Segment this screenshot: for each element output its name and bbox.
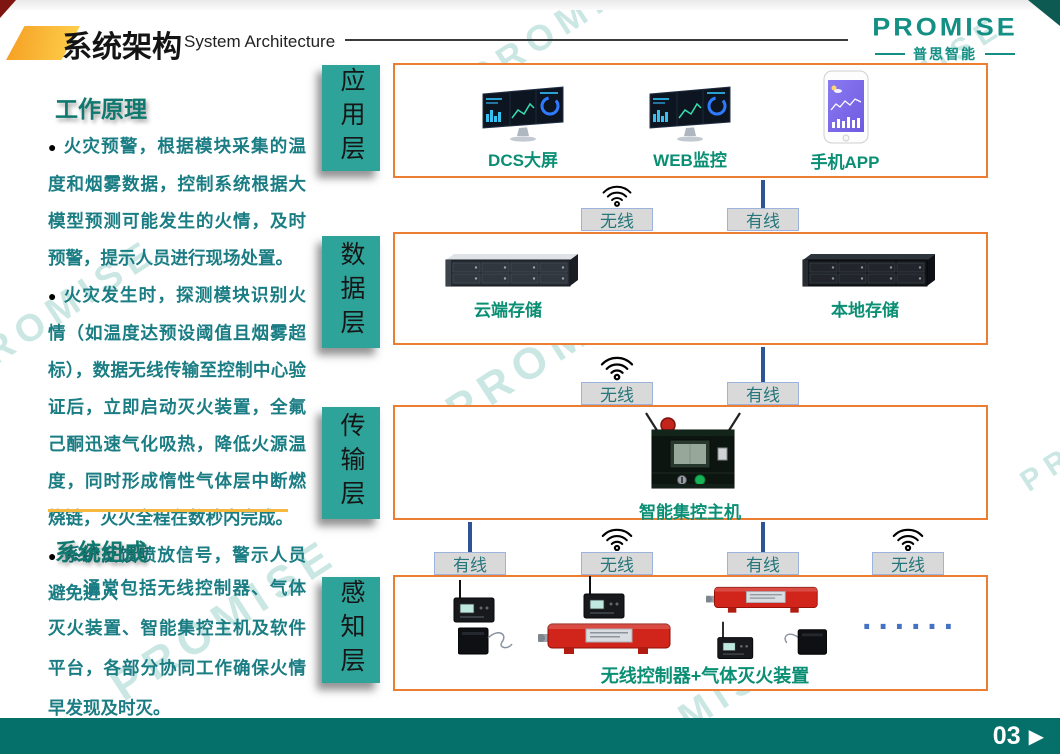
bullet-item: ●系统反馈喷放信号，警示人员避免进入 bbox=[48, 545, 307, 603]
sidebar-divider bbox=[48, 509, 288, 512]
wireless-connector: 无线 bbox=[870, 522, 946, 575]
wired-connector: 有线 bbox=[725, 522, 801, 575]
local-server-icon bbox=[795, 252, 935, 297]
logo-line-left bbox=[875, 53, 905, 55]
logo-wordmark: PROMISE bbox=[872, 13, 1018, 41]
working-principle-text: ●火灾预警，根据模块采集的温度和烟雾数据，控制系统根据大模型预测可能发生的火情，… bbox=[48, 128, 306, 612]
cloud-storage-label: 云端存储 bbox=[474, 301, 542, 320]
wired-connector: 有线 bbox=[725, 347, 801, 405]
bullet-marker: ● bbox=[48, 548, 58, 564]
detector-box-icon bbox=[772, 624, 830, 663]
footer-bar: 03 ▶ bbox=[0, 718, 1060, 754]
perception-layer-box bbox=[393, 575, 988, 691]
web-monitor-label: WEB监控 bbox=[653, 151, 727, 170]
system-composition-text: 通常包括无线控制器、气体灭火装置、智能集控主机及软件平台，各部分协同工作确保火情… bbox=[48, 578, 306, 718]
layer-tag-transmission: 传输层 bbox=[322, 407, 380, 519]
control-host-label: 智能集控主机 bbox=[639, 503, 741, 522]
corner-decoration-teal bbox=[1028, 0, 1060, 26]
layer-tag-perception: 感知层 bbox=[322, 577, 380, 683]
detector-box-icon bbox=[457, 622, 516, 663]
wire-line bbox=[761, 347, 765, 382]
bullet-item: ●火灾预警，根据模块采集的温度和烟雾数据，控制系统根据大模型预测可能发生的火情，… bbox=[48, 136, 307, 268]
wireless-controller-icon bbox=[450, 578, 502, 631]
phone-icon bbox=[823, 70, 869, 149]
connection-label: 有线 bbox=[727, 382, 799, 405]
connection-label: 无线 bbox=[581, 208, 653, 231]
wire-line bbox=[761, 180, 765, 208]
data-layer-box bbox=[393, 232, 988, 345]
section-title-working-principle: 工作原理 bbox=[55, 96, 147, 122]
section-title-system-composition: 系统组成 bbox=[55, 539, 147, 565]
page-number-text: 03 bbox=[992, 722, 1021, 750]
wireless-connector: 无线 bbox=[579, 522, 655, 575]
layer-tag-data: 数据层 bbox=[322, 236, 380, 348]
bullet-item: ●火灾发生时，探测模块识别火情（如温度达预设阈值且烟雾超标），数据无线传输至控制… bbox=[48, 285, 307, 528]
wifi-icon bbox=[600, 356, 634, 381]
connection-label: 无线 bbox=[581, 382, 653, 405]
page-title: 系统架构 bbox=[62, 31, 182, 64]
wireless-connector: 无线 bbox=[579, 180, 655, 231]
bullet-marker: ● bbox=[48, 288, 58, 304]
control-host-icon bbox=[638, 410, 748, 501]
wireless-controller-icon bbox=[580, 574, 632, 627]
header-divider bbox=[345, 39, 848, 41]
page-subtitle: System Architecture bbox=[184, 32, 336, 51]
logo-line-right bbox=[985, 53, 1015, 55]
bullet-marker: ● bbox=[48, 139, 58, 155]
logo-chinese-name: 普思智能 bbox=[913, 46, 977, 62]
perception-caption: 无线控制器+气体灭火装置 bbox=[600, 666, 810, 686]
ellipsis-more-devices: ······ bbox=[862, 608, 960, 646]
company-logo: PROMISE 普思智能 bbox=[858, 12, 1032, 64]
next-arrow-icon: ▶ bbox=[1028, 726, 1044, 748]
dcs-screen-label: DCS大屏 bbox=[488, 151, 558, 170]
layer-tag-application: 应用层 bbox=[322, 65, 380, 171]
gas-extinguisher-icon bbox=[705, 582, 824, 623]
page-number: 03 ▶ bbox=[993, 722, 1044, 751]
local-storage-label: 本地存储 bbox=[831, 301, 899, 320]
connection-label: 有线 bbox=[727, 208, 799, 231]
wifi-icon bbox=[601, 528, 633, 551]
wifi-icon bbox=[602, 185, 632, 207]
wire-line bbox=[761, 522, 765, 552]
mobile-app-label: 手机APP bbox=[810, 153, 880, 172]
wireless-controller-icon bbox=[714, 620, 760, 667]
connection-label: 无线 bbox=[581, 552, 653, 575]
gas-extinguisher-icon bbox=[537, 620, 678, 663]
wifi-icon bbox=[892, 528, 924, 551]
connection-label: 有线 bbox=[434, 552, 506, 575]
wire-line bbox=[468, 522, 472, 552]
connection-label: 有线 bbox=[727, 552, 799, 575]
cloud-server-icon bbox=[438, 252, 578, 297]
wired-connector: 有线 bbox=[432, 522, 508, 575]
wireless-connector: 无线 bbox=[579, 347, 655, 405]
promise-watermark: PROMISE bbox=[1014, 364, 1060, 499]
web-monitor-icon bbox=[647, 84, 733, 149]
top-strip bbox=[0, 0, 1060, 10]
dcs-monitor-icon bbox=[480, 84, 566, 149]
wired-connector: 有线 bbox=[725, 180, 801, 231]
connection-label: 无线 bbox=[872, 552, 944, 575]
